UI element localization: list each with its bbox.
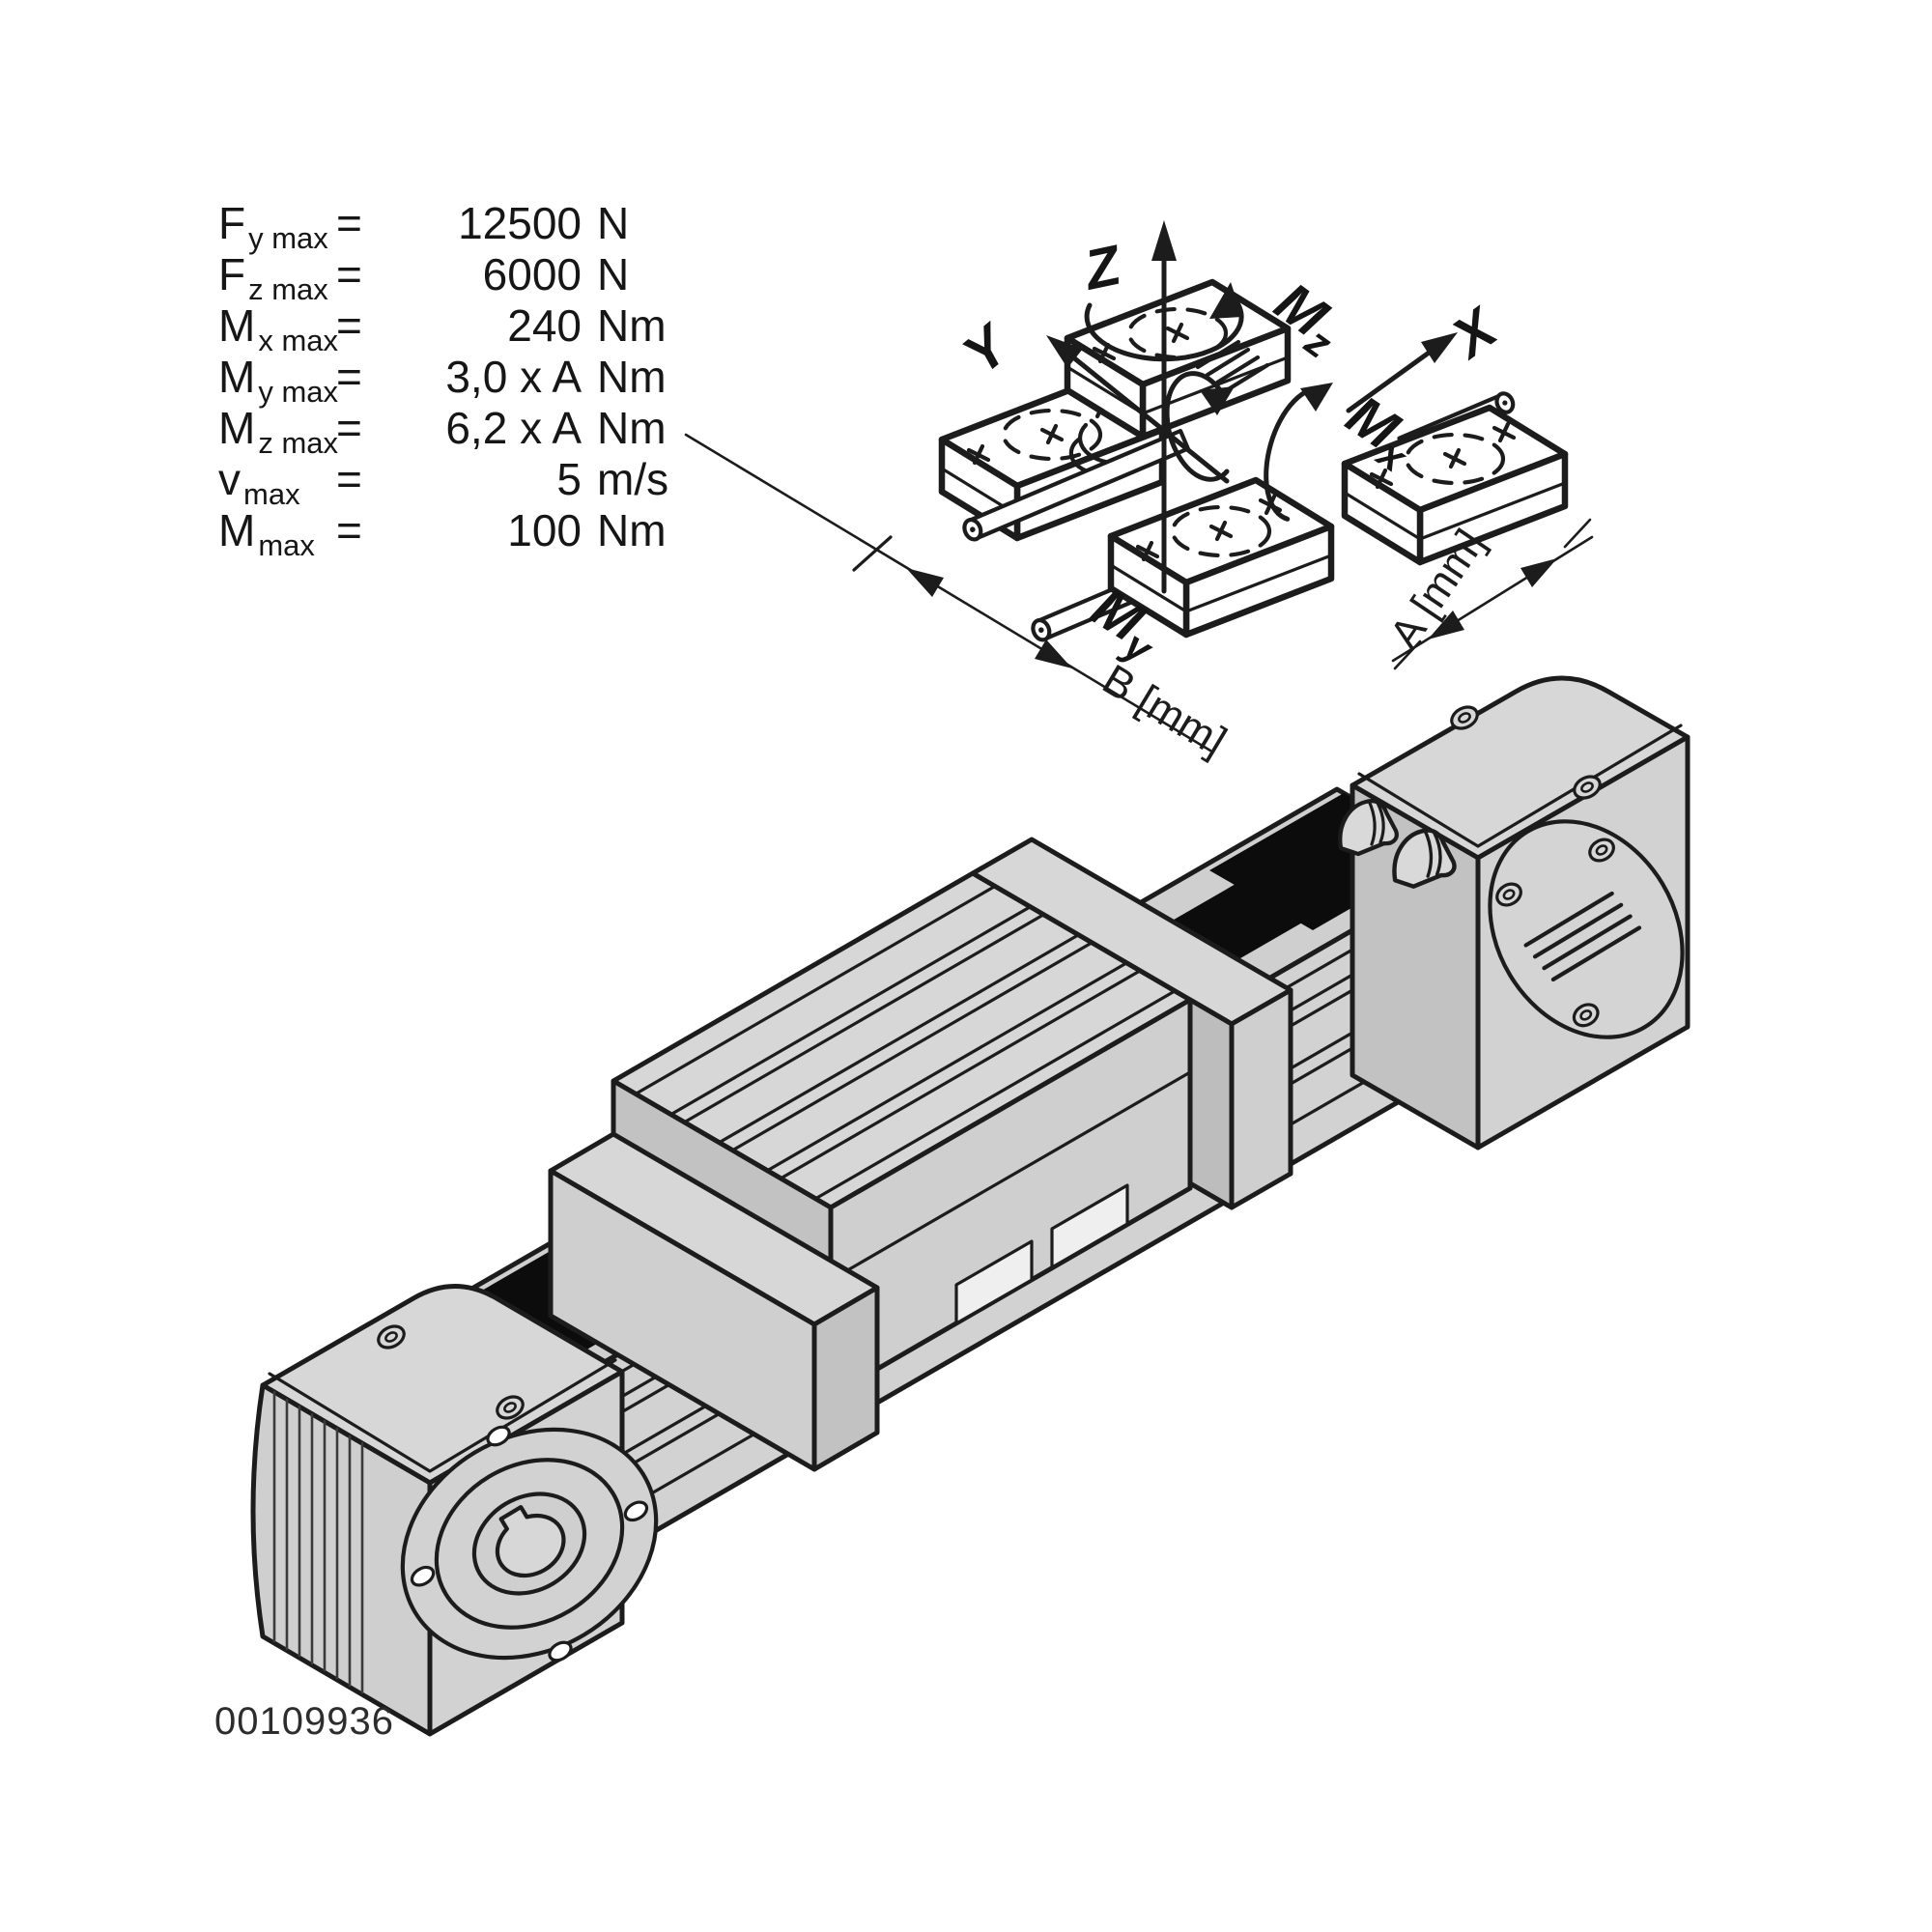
bumper (1392, 828, 1457, 889)
equals-sign: = (336, 198, 362, 248)
equals-sign: = (336, 403, 362, 453)
spec-unit: Nm (597, 300, 667, 351)
spec-row-fy: Fy max = 12500 N (218, 198, 668, 255)
carriage (548, 837, 1293, 1472)
spec-symbol: Fz max (218, 249, 328, 307)
spec-row-fz: Fz max = 6000 N (218, 249, 668, 306)
hole-mark-icon (1369, 468, 1394, 490)
spec-value: 3,0 x A (445, 352, 582, 402)
end-cover-plate (1488, 819, 1685, 1039)
spec-row-my: My max = 3,0 x A Nm (218, 352, 668, 409)
equals-sign: = (336, 454, 362, 504)
spec-value: 12500 (458, 198, 582, 248)
keyed-shaft-bore (495, 1505, 566, 1578)
equals-sign: = (336, 352, 362, 402)
spec-value: 100 (507, 505, 582, 555)
spec-value: 240 (507, 300, 582, 351)
carriage-plate-symbol (1341, 404, 1569, 566)
dimension-b-label: B [mm] (1094, 656, 1235, 766)
hole-mark-icon (1039, 423, 1065, 445)
spec-row-mz: Mz max = 6,2 x A Nm (218, 403, 668, 460)
vent-slots (1523, 891, 1642, 982)
spec-unit: N (597, 198, 630, 248)
equals-sign: = (336, 300, 362, 351)
coordinate-system-sketch: Z Y X Mz My (684, 220, 1594, 766)
spec-value: 5 (556, 454, 582, 504)
drive-hatch (1195, 339, 1270, 393)
bumper (1338, 799, 1399, 857)
spec-row-mx: Mx max = 240 Nm (218, 300, 668, 357)
axis-y-label: Y (952, 311, 1024, 386)
linear-module (250, 675, 1690, 1737)
spec-unit: Nm (597, 505, 667, 555)
housing-ribs (272, 1390, 364, 1694)
cover-screw (377, 1324, 406, 1350)
spec-row-mmax: Mmax = 100 Nm (218, 505, 668, 562)
drive-head-right (1350, 675, 1690, 1151)
drawing-number: 00109936 (214, 1700, 394, 1743)
spec-symbol: Mmax (218, 505, 315, 563)
spec-symbol: My max (218, 352, 339, 410)
spec-symbol: vmax (218, 454, 300, 512)
spec-symbol: Mx max (218, 300, 339, 358)
spec-unit: m/s (597, 454, 669, 504)
hole-mark-icon (1442, 447, 1467, 469)
hole-mark-icon (1165, 322, 1190, 344)
guide-rod (962, 428, 1190, 542)
hole-mark-icon (1492, 421, 1517, 443)
spec-symbol: Fy max (218, 198, 328, 256)
equals-sign: = (336, 249, 362, 299)
spec-unit: Nm (597, 352, 667, 402)
spec-unit: N (597, 249, 630, 299)
motor-flange (400, 1425, 659, 1662)
hole-mark-icon (1208, 520, 1234, 542)
spec-value: 6,2 x A (445, 403, 582, 453)
cover-screw (496, 1395, 525, 1420)
equals-sign: = (336, 505, 362, 555)
cover-screw (1495, 838, 1615, 1028)
axis-z-label: Z (1077, 233, 1128, 302)
hole-mark-icon (1135, 540, 1160, 562)
cover-screw (1450, 705, 1479, 730)
spec-unit: Nm (597, 403, 667, 453)
spec-symbol: Mz max (218, 403, 339, 461)
drive-head-left (250, 1284, 659, 1737)
cover-screw (1573, 775, 1602, 800)
hole-mark-icon (966, 443, 991, 466)
spec-row-vmax: vmax = 5 m/s (218, 454, 669, 511)
spec-value: 6000 (482, 249, 582, 299)
spec-table: Fy max = 12500 N Fz max = 6000 N Mx max … (218, 198, 669, 562)
axis-x-label: X (1438, 295, 1511, 371)
